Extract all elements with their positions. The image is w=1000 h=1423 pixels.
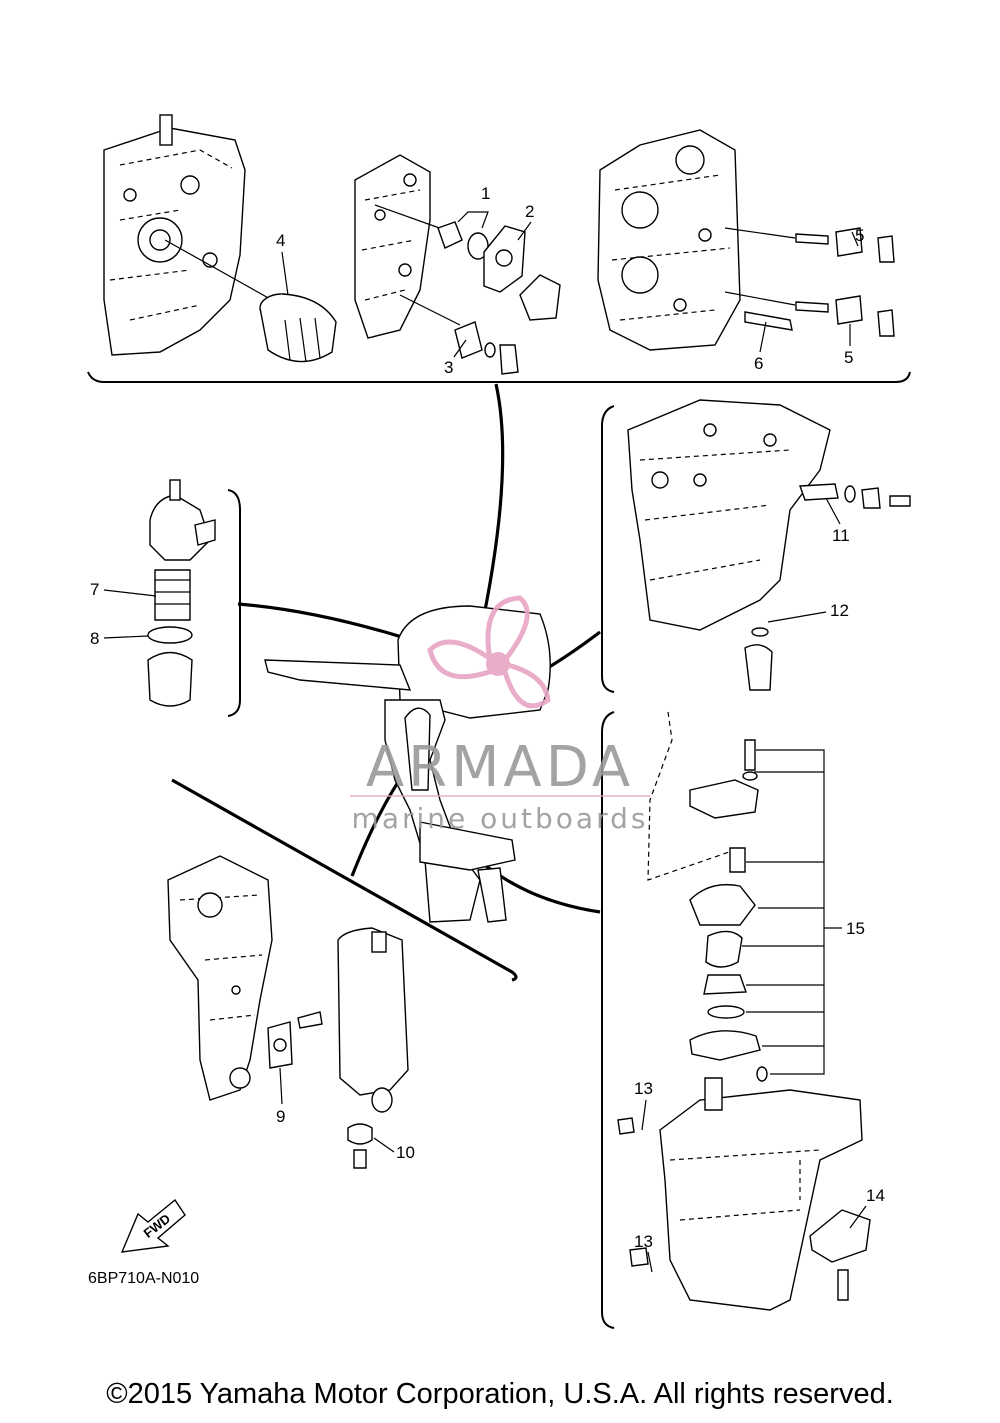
callout-6: 6 (754, 354, 763, 373)
fwd-arrow: FWD (120, 1198, 186, 1253)
water-pump-section: 13 13 14 15 (601, 711, 885, 1329)
copyright-notice: ©2015 Yamaha Motor Corporation, U.S.A. A… (106, 1378, 894, 1410)
callout-7: 7 (90, 580, 99, 599)
exhaust-guide-section: 11 12 (601, 399, 911, 693)
watermark-tagline: marine outboards (352, 802, 649, 835)
callout-10: 10 (396, 1143, 415, 1162)
fuel-filter-section: 7 8 (90, 479, 241, 717)
callout-3: 3 (444, 358, 453, 377)
callout-12: 12 (830, 601, 849, 620)
armada-watermark: ARMADA marine outboards (350, 595, 650, 835)
callout-5-lower: 5 (844, 348, 853, 367)
callout-2: 2 (525, 202, 534, 221)
callout-8: 8 (90, 629, 99, 648)
callout-15: 15 (846, 919, 865, 938)
bracket-section: 9 10 (167, 855, 415, 1169)
cylinder-head-illustration (597, 129, 895, 351)
oil-filter-part (259, 293, 337, 363)
engine-block-illustration (103, 114, 273, 356)
callout-4: 4 (276, 231, 285, 250)
callout-5-upper: 5 (855, 226, 864, 245)
callout-1: 1 (481, 184, 490, 203)
propeller-logo (427, 595, 551, 709)
callout-9: 9 (276, 1107, 285, 1126)
top-section: 1 2 3 4 5 5 6 (87, 114, 911, 383)
callout-13-upper: 13 (634, 1079, 653, 1098)
callout-11: 11 (832, 526, 850, 545)
callout-13-lower: 13 (634, 1232, 653, 1251)
callout-14: 14 (866, 1186, 885, 1205)
thermostat-housing-illustration (354, 154, 561, 375)
diagram-code: 6BP710A-N010 (88, 1270, 199, 1287)
watermark-brand: ARMADA (366, 735, 634, 800)
